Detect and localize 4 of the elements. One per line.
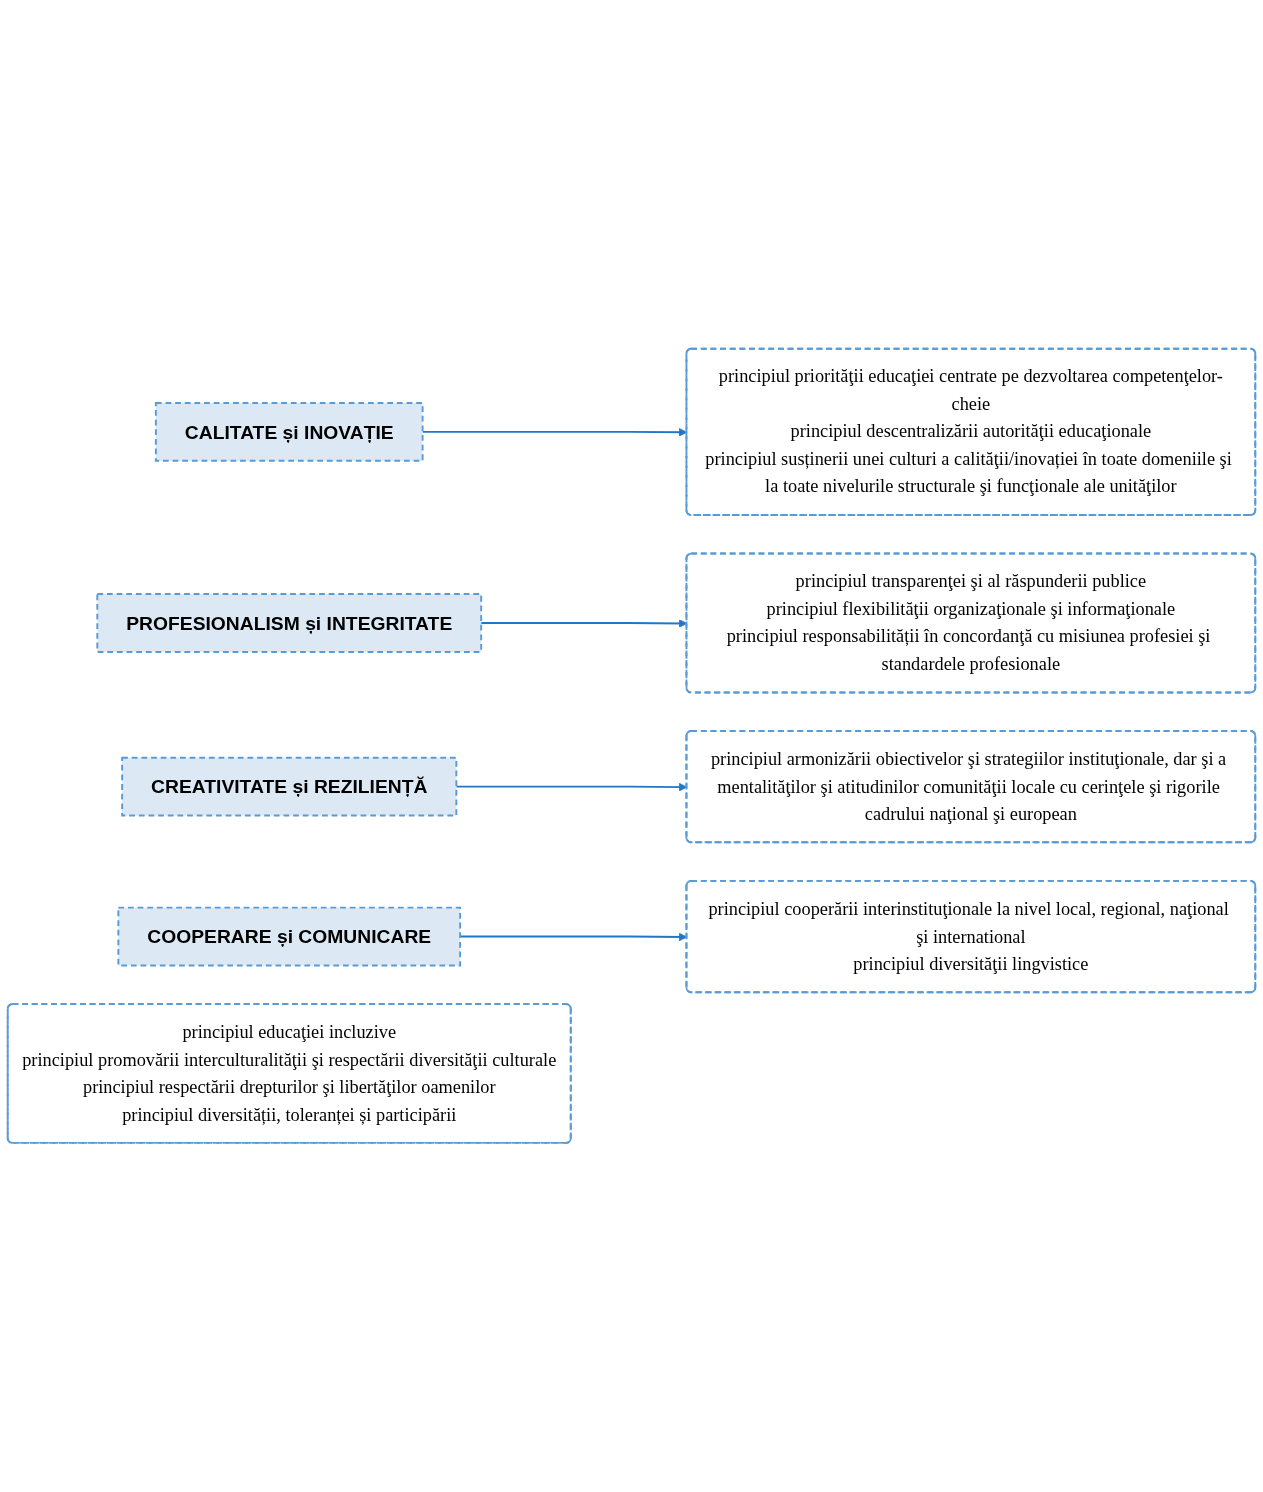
node-box: PROFESIONALISM și INTEGRITATE bbox=[96, 593, 483, 654]
node-box: CREATIVITATE și REZILIENȚĂ bbox=[121, 756, 458, 817]
node-box: CALITATE și INOVAȚIE bbox=[154, 402, 424, 462]
node-box: COOPERARE și COMUNICARE bbox=[117, 906, 462, 967]
